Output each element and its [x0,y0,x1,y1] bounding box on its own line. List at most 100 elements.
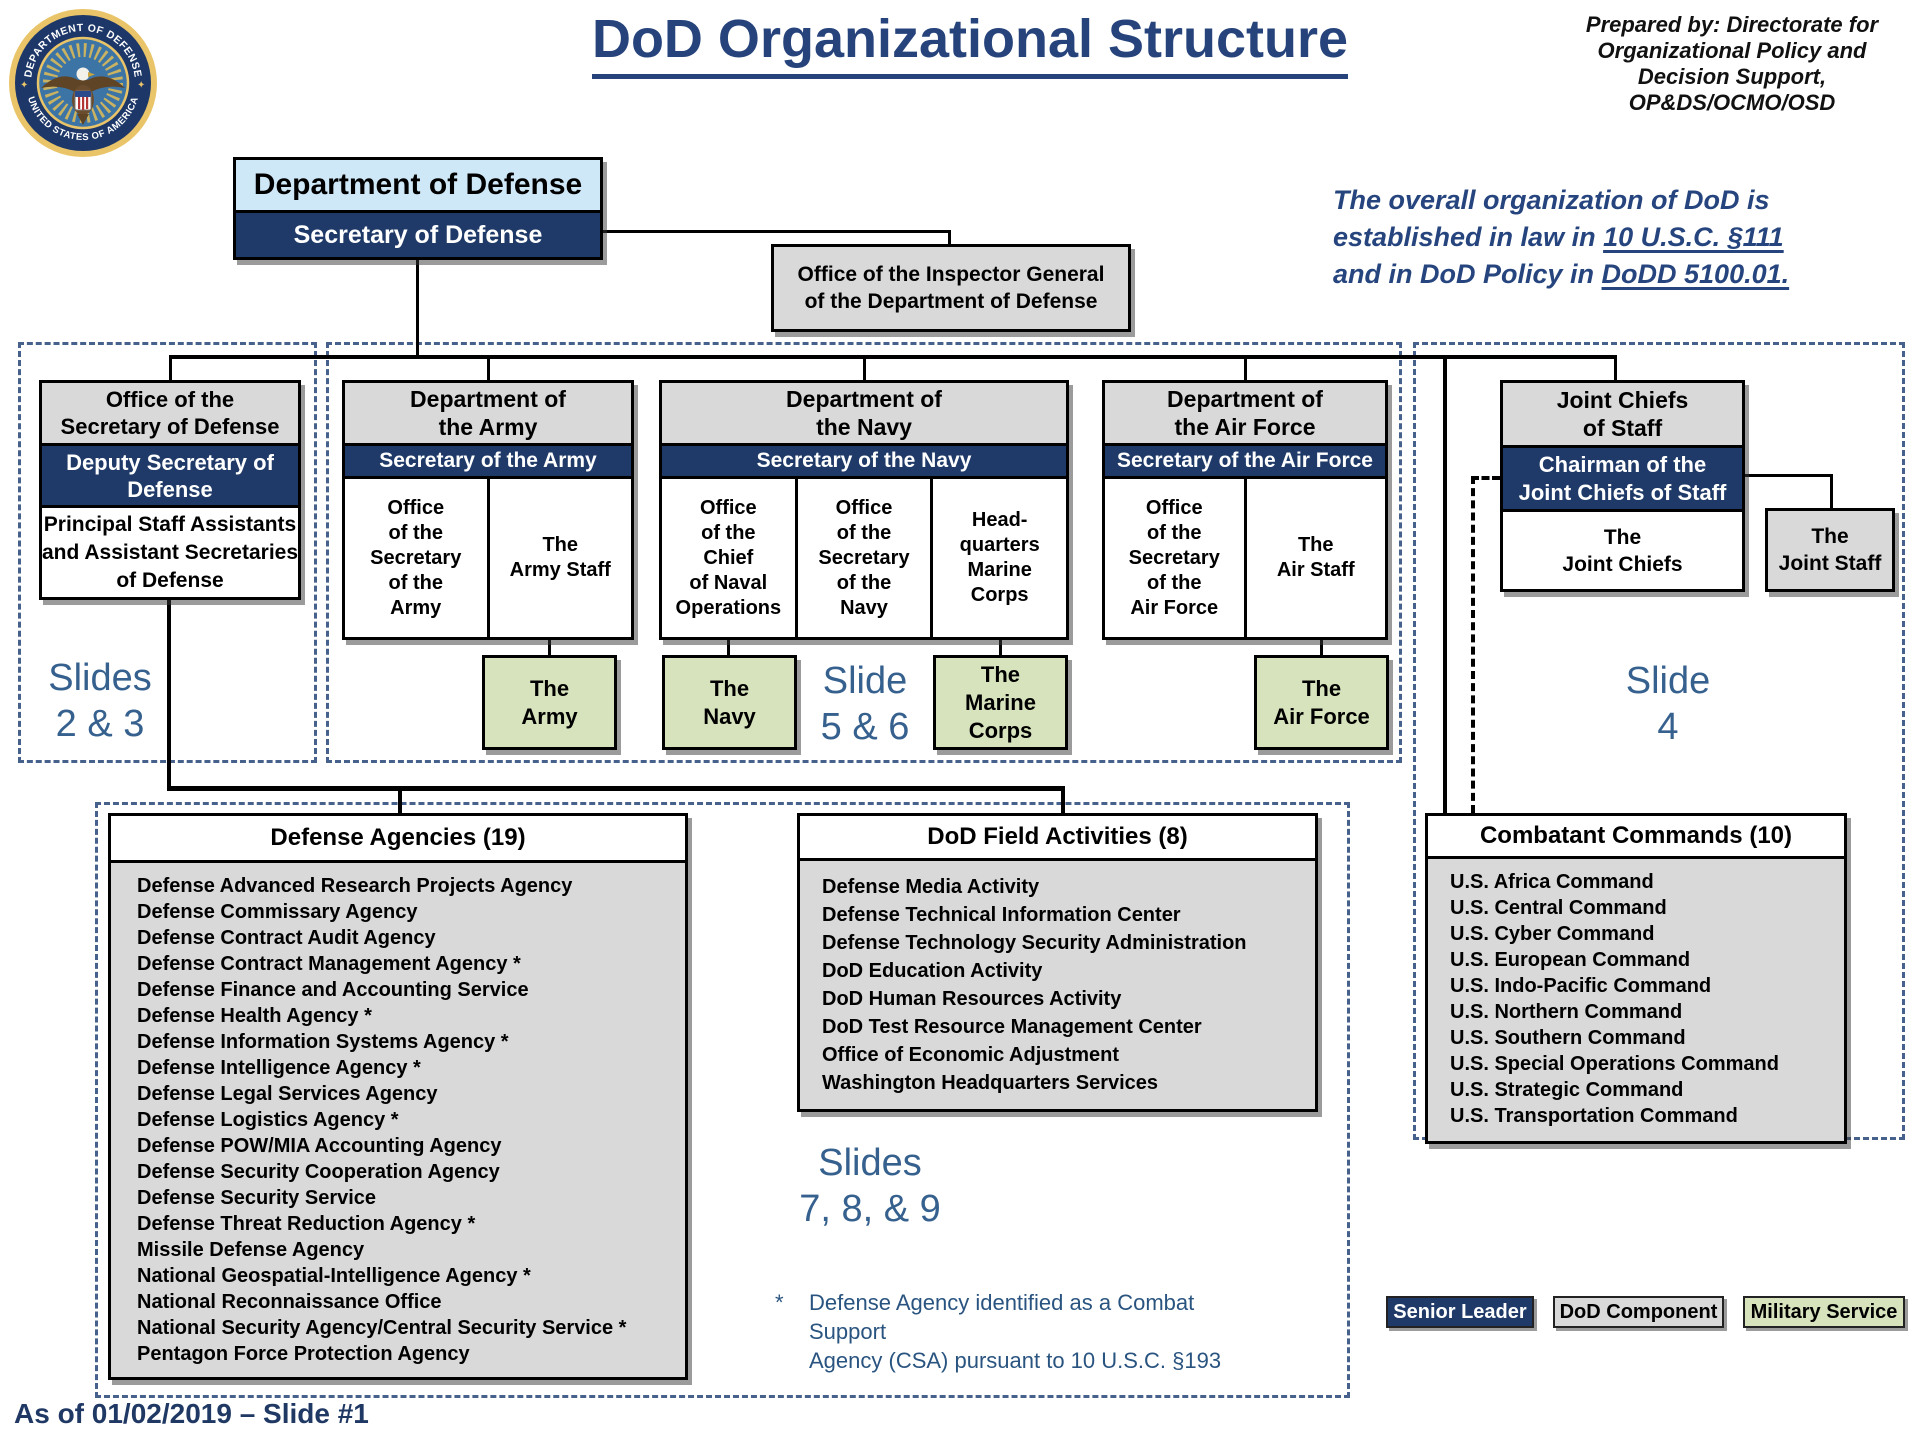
footnote-asterisk: * [775,1290,784,1315]
list-item: Defense Security Service [137,1187,377,1209]
list-item: Defense Advanced Research Projects Agenc… [137,875,573,897]
connector-drop-defense-agencies [398,789,402,814]
as-of-footer: As of 01/02/2019 – Slide #1 [14,1398,369,1429]
connector-drop-the-air-force [1320,637,1323,656]
usc-111-link[interactable]: 10 U.S.C. §111 [1603,222,1784,252]
list-item: Defense Technology Security Administrati… [822,932,1247,954]
connector-secdef-drop [416,255,419,357]
navy-cell-hqmc: Head- quarters Marine Corps [930,479,1066,637]
list-item: U.S. Transportation Command [1450,1105,1738,1127]
law-note-line1: The overall organization of DoD is [1333,185,1770,215]
list-item: U.S. Indo-Pacific Command [1450,975,1712,997]
connector-chairman-dashed-jog [1471,476,1500,480]
service-air-force-box: The Air Force [1254,655,1389,750]
list-item: U.S. Cyber Command [1450,923,1655,945]
list-item: Washington Headquarters Services [822,1072,1159,1094]
slide-label-4: Slide 4 [1625,660,1711,748]
connector-agencies-horizontal [167,786,1065,791]
list-item: Office of Economic Adjustment [822,1044,1120,1066]
list-item: DoD Test Resource Management Center [822,1016,1202,1038]
legend-senior-leader: Senior Leader [1386,1296,1534,1328]
list-item: Defense Commissary Agency [137,901,418,923]
svg-text:✦: ✦ [20,80,28,91]
list-item: U.S. Central Command [1450,897,1667,919]
slide-label-2-3: Slides 2 & 3 [48,657,152,745]
connector-joint-staff-horizontal [1745,474,1833,477]
list-item: Defense Legal Services Agency [137,1083,438,1105]
army-box: Department of the Army Secretary of the … [342,380,634,640]
connector-oig-horizontal [603,230,951,233]
joint-staff-box: The Joint Staff [1765,508,1895,592]
combatant-commands-title: Combatant Commands (10) [1428,816,1844,859]
list-item: Defense Contract Management Agency * [137,953,521,975]
connector-drop-the-army [548,637,551,656]
connector-main-horizontal [169,355,1617,359]
oig-box: Office of the Inspector General of the D… [771,244,1131,332]
list-item: DoD Human Resources Activity [822,988,1122,1010]
list-item: Defense Intelligence Agency * [137,1057,421,1079]
connector-drop-air-force [1244,357,1247,380]
jcs-title: Joint Chiefs of Staff [1503,383,1742,445]
connector-secdef-to-cocom [1443,357,1447,813]
defense-agencies-title: Defense Agencies (19) [111,816,685,863]
footnote-text: Defense Agency identified as a Combat Su… [809,1290,1222,1373]
list-item: Defense POW/MIA Accounting Agency [137,1135,502,1157]
list-item: Defense Threat Reduction Agency * [137,1213,476,1235]
jcs-body: The Joint Chiefs [1503,512,1742,589]
combatant-commands-box: Combatant Commands (10) U.S. Africa Comm… [1425,813,1847,1144]
osd-body: Principal Staff Assistants and Assistant… [42,508,298,597]
list-item: Defense Media Activity [822,876,1040,898]
connector-drop-field-activities [1061,789,1065,814]
air-force-title: Department of the Air Force [1105,383,1385,443]
connector-drop-osd [169,357,172,380]
osd-leader: Deputy Secretary of Defense [42,443,298,508]
list-item: Defense Information Systems Agency * [137,1031,509,1053]
dodd-5100-link[interactable]: DoDD 5100.01. [1601,259,1790,289]
list-item: U.S. Northern Command [1450,1001,1683,1023]
defense-agencies-list: Defense Advanced Research Projects Agenc… [111,863,685,1377]
list-item: Missile Defense Agency [137,1239,365,1261]
air-force-cell-secretariat: Office of the Secretary of the Air Force [1128,496,1220,619]
list-item: Defense Technical Information Center [822,904,1181,926]
connector-drop-navy [863,357,866,380]
air-force-box: Department of the Air Force Secretary of… [1102,380,1388,640]
field-activities-box: DoD Field Activities (8) Defense Media A… [797,813,1318,1112]
list-item: U.S. Strategic Command [1450,1079,1684,1101]
legend-military-service: Military Service [1743,1296,1905,1328]
dod-leader: Secretary of Defense [236,210,600,257]
army-title: Department of the Army [345,383,631,443]
list-item: Defense Security Cooperation Agency [137,1161,500,1183]
field-activities-title: DoD Field Activities (8) [800,816,1315,861]
csa-footnote: * Defense Agency identified as a Combat … [775,1288,1275,1375]
connector-chairman-to-cocom-dashed [1471,476,1475,813]
list-item: Defense Logistics Agency * [137,1109,399,1131]
list-item: DoD Education Activity [822,960,1043,982]
navy-title: Department of the Navy [662,383,1066,443]
army-cell-secretariat: Office of the Secretary of the Army [370,496,462,619]
dod-box: Department of Defense Secretary of Defen… [233,157,603,260]
page-title: DoD Organizational Structure [420,8,1520,79]
military-departments-group-frame [326,342,1402,763]
law-note-line3: and in DoD Policy in DoDD 5100.01. [1333,256,1853,293]
list-item: National Reconnaissance Office [137,1291,442,1313]
connector-drop-army [487,357,490,380]
defense-agencies-box: Defense Agencies (19) Defense Advanced R… [108,813,688,1380]
connector-drop-the-navy [727,637,730,656]
list-item: U.S. Southern Command [1450,1027,1686,1049]
slide-label-7-8-9: Slides 7, 8, & 9 [799,1142,941,1230]
law-note-line2-text: established in law in [1333,222,1604,252]
army-leader: Secretary of the Army [345,443,631,479]
navy-leader: Secretary of the Navy [662,443,1066,479]
dod-title: Department of Defense [236,160,600,210]
air-force-leader: Secretary of the Air Force [1105,443,1385,479]
dod-seal: DEPARTMENT OF DEFENSE UNITED STATES OF A… [8,8,158,158]
legend-dod-component: DoD Component [1553,1296,1724,1328]
list-item: U.S. Special Operations Command [1450,1053,1779,1075]
agencies-group-frame [95,802,1350,1398]
page-title-text: DoD Organizational Structure [591,8,1349,79]
dod-seal-icon: DEPARTMENT OF DEFENSE UNITED STATES OF A… [9,9,157,157]
connector-osd-down [167,600,171,790]
service-navy-box: The Navy [662,655,797,750]
